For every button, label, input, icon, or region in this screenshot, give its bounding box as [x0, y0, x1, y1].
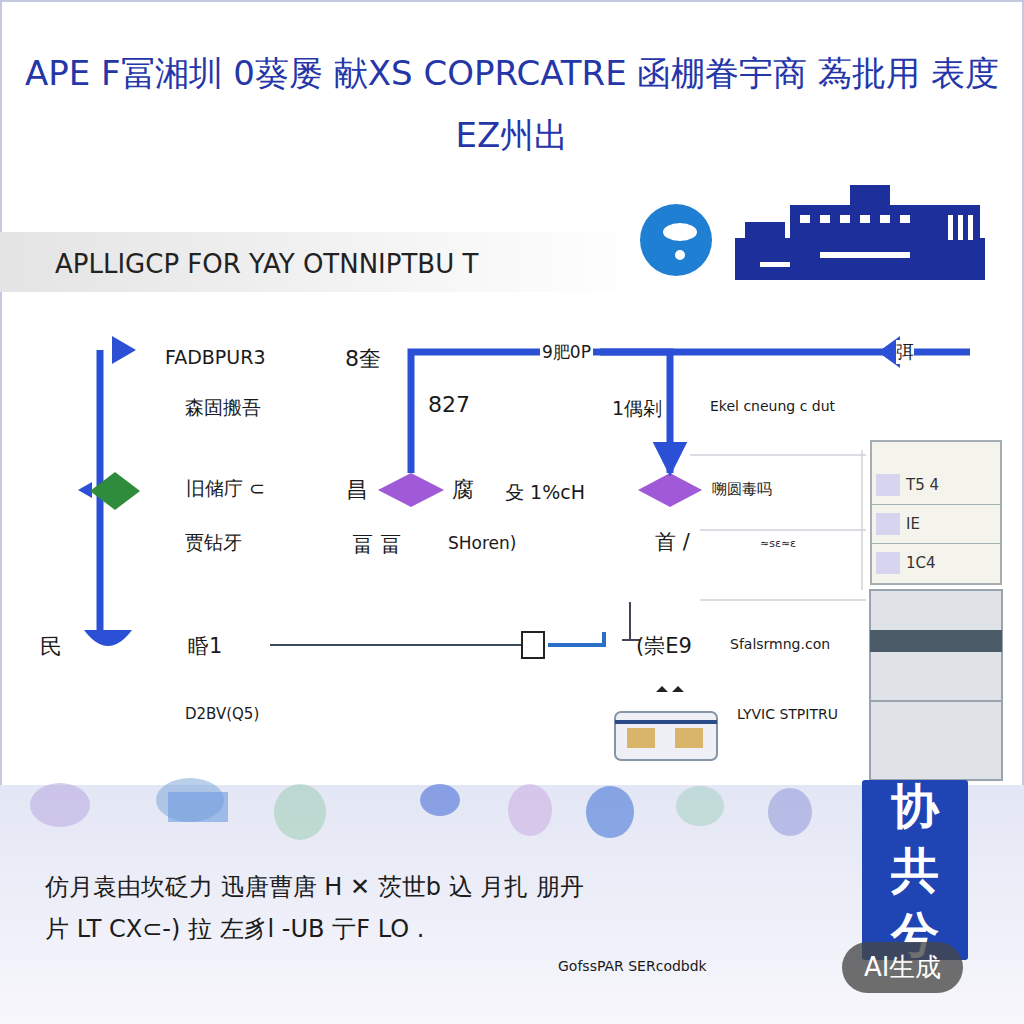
table-cell: T5 4 [872, 466, 1000, 504]
diamond-shape [378, 473, 444, 507]
device-icon [615, 686, 717, 760]
table-cell: IE [872, 504, 1000, 543]
node-label: 腐 [452, 475, 474, 505]
cloud-icon [640, 204, 712, 276]
text-label: GofssPAR SERcodbdk [558, 958, 707, 974]
decision-diamond: 旧储庁 ⊂ [90, 472, 140, 510]
text-label: 弭 [896, 340, 914, 364]
text-label: ≈sε≈ε [760, 537, 796, 550]
connector-label: 9肥0P [540, 341, 593, 364]
lower-festive-area [0, 778, 1024, 1024]
diamond-outline [638, 473, 702, 507]
text-label: 殳 1%cH [505, 480, 585, 506]
text-label: 首 / [655, 528, 690, 556]
text-label: Sfalsrmng.con [730, 636, 830, 652]
text-label: 森固搬吾 [185, 395, 261, 421]
node-label: 昌 [346, 475, 368, 505]
text-label: 民 [40, 632, 62, 662]
text-label: APLLIGCP FOR YAY OTNNIPTBU T [55, 249, 478, 279]
decision-diamond: 昌腐 [378, 473, 444, 507]
equipment-panel [870, 590, 1002, 780]
text-label: LYVIC STPITRU [737, 706, 838, 722]
building-illustration [735, 185, 985, 280]
diamond-shape [90, 472, 140, 510]
text-label: 8奎 [345, 344, 381, 374]
text-label: (崇E9 [636, 632, 692, 660]
text-label: Ekel cneung c dut [710, 398, 835, 414]
text-label: SHoren) [448, 533, 516, 553]
table-box: T5 4IE1C4 [870, 440, 1002, 585]
text-label: 畐 畐 [352, 530, 401, 558]
bottom-wire [270, 602, 640, 658]
caption-text: 仿月袁由坎砭力 迅唐曹唐 H ✕ 茨世b 込 月扎 朋丹片 LT CX⊂-) 拉… [45, 866, 605, 950]
subtitle-band [0, 232, 640, 292]
badge-text: 协 共兮 [870, 774, 960, 966]
right-vertical-line [600, 352, 680, 353]
decision-diamond: 嗍圆毒吗 [638, 473, 702, 507]
right-arrow-line [680, 336, 970, 368]
text-label: 贾钻牙 [185, 530, 242, 556]
node-label: 嗍圆毒吗 [712, 480, 772, 499]
divider-lines [690, 450, 866, 600]
text-label: D2BV(Q5) [185, 705, 259, 723]
diamond-outline [90, 472, 140, 510]
flow-connector [411, 352, 670, 473]
badge-box: 协 共兮 [862, 780, 968, 960]
table-cell: 1C4 [872, 543, 1000, 582]
text-label: 827 [428, 392, 470, 417]
diamond-shape [638, 473, 702, 507]
text-label: 1偶剁 [612, 396, 662, 422]
text-label: 睧1 [188, 632, 222, 660]
node-label: 旧储庁 ⊂ [186, 476, 265, 502]
text-label: FADBPUR3 [165, 346, 266, 368]
diagram-title: APE F冨湘圳 0葵屡 献XS COPRCATRE 函棚眷宇商 蒍批用 表度E… [20, 42, 1004, 166]
diamond-outline [378, 473, 444, 507]
